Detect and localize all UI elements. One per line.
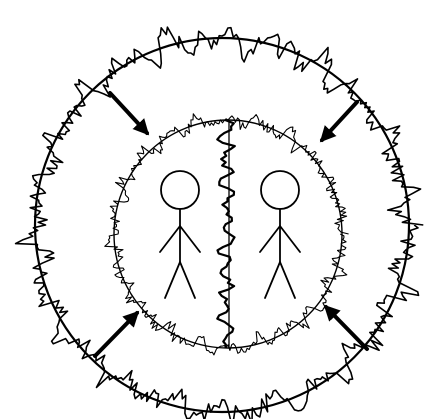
inner-boundary (105, 114, 349, 355)
arrows (95, 93, 367, 356)
arrow-top-left (110, 93, 147, 133)
person-left-head (161, 171, 199, 209)
person-left-arm-left (160, 226, 180, 252)
person-left-leg-left (165, 262, 180, 298)
person-left-arm-right (180, 226, 200, 252)
person-right-head (261, 171, 299, 209)
person-right-leg-left (265, 262, 280, 298)
person-right (260, 171, 300, 298)
person-right-arm-left (260, 226, 280, 252)
person-right-arm-right (280, 226, 300, 252)
arrow-bottom-right (326, 307, 367, 349)
arrow-bottom-left (95, 313, 137, 356)
divider (217, 120, 235, 348)
person-left (160, 171, 200, 298)
outer-boundary (16, 27, 424, 419)
outer-wavy-line (16, 27, 424, 419)
inner-wavy-line (105, 114, 349, 355)
person-right-leg-right (280, 262, 295, 298)
arrow-top-right (322, 102, 357, 140)
divider-wavy-line (217, 120, 235, 348)
person-left-leg-right (180, 262, 195, 298)
